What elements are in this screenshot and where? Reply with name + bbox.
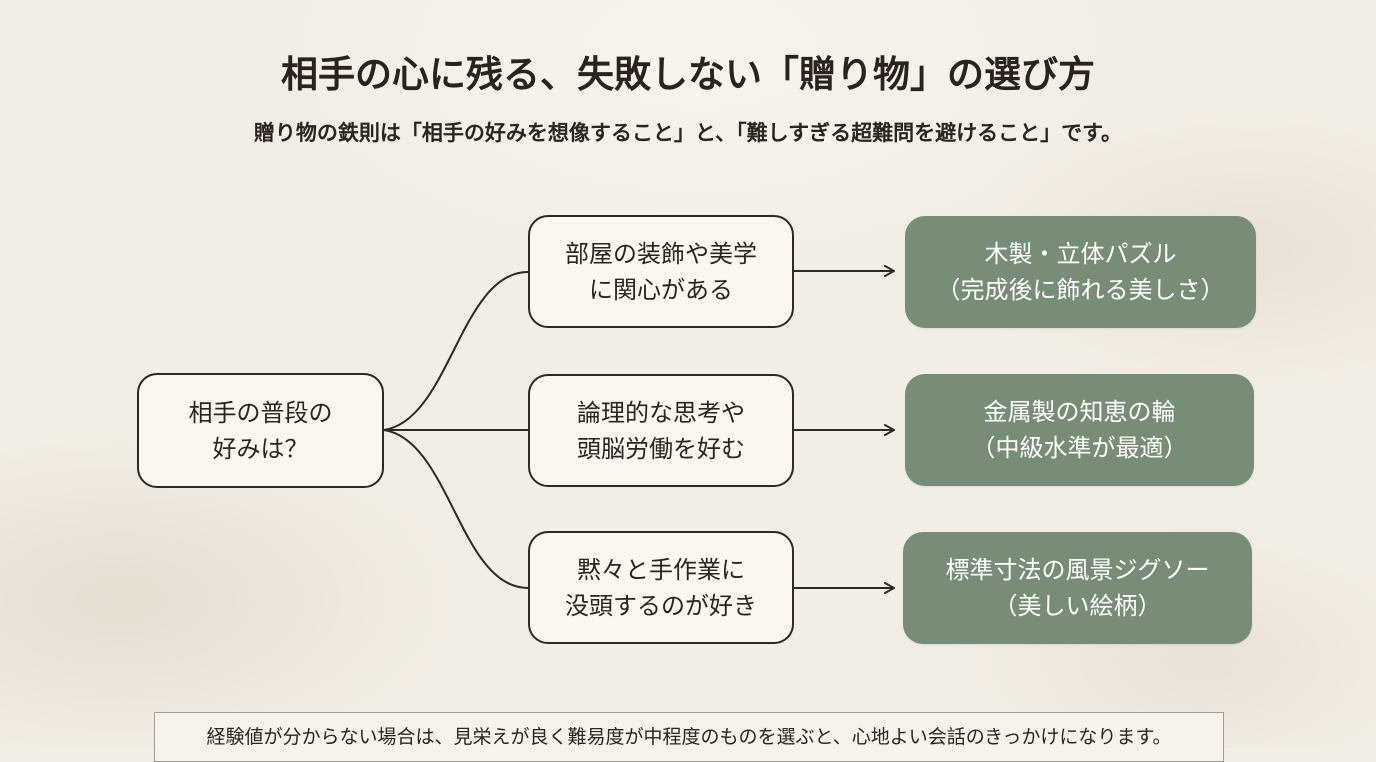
result-jigsaw-line-1: 標準寸法の風景ジグソー xyxy=(945,556,1210,584)
condition-decor-line-2: に関心がある xyxy=(589,275,733,304)
condition-handwork-line-2: 没頭するのが好き xyxy=(565,591,757,620)
condition-node-decor: 部屋の装飾や美学 に関心がある xyxy=(528,215,794,328)
branch-curve-bottom xyxy=(383,429,529,589)
result-wooden-puzzle-line-1: 木製・立体パズル xyxy=(984,240,1177,268)
result-node-jigsaw: 標準寸法の風景ジグソー （美しい絵柄） xyxy=(903,532,1252,644)
condition-logic-line-2: 頭脳労働を好む xyxy=(577,434,745,463)
condition-node-handwork: 黙々と手作業に 没頭するのが好き xyxy=(528,531,794,644)
page-title: 相手の心に残る、失敗しない「贈り物」の選び方 xyxy=(281,52,1095,96)
branch-curve-top xyxy=(383,271,529,431)
page-subtitle: 贈り物の鉄則は「相手の好みを想像すること」と、「難しすぎる超難問を避けること」で… xyxy=(253,121,1123,145)
root-question-line-2: 好みは？ xyxy=(212,434,309,463)
root-question-node: 相手の普段の 好みは？ xyxy=(137,373,384,488)
root-question-line-1: 相手の普段の xyxy=(188,398,333,427)
condition-logic-line-1: 論理的な思考や xyxy=(577,398,745,427)
result-node-metal-puzzle: 金属製の知恵の輪 （中級水準が最適） xyxy=(905,374,1254,486)
result-wooden-puzzle-line-2: （完成後に飾れる美しさ） xyxy=(936,276,1225,304)
result-node-wooden-puzzle: 木製・立体パズル （完成後に飾れる美しさ） xyxy=(905,216,1256,328)
result-metal-puzzle-line-1: 金属製の知恵の輪 xyxy=(983,398,1176,426)
condition-decor-line-1: 部屋の装飾や美学 xyxy=(565,239,757,268)
result-jigsaw-line-2: （美しい絵柄） xyxy=(993,592,1162,620)
result-metal-puzzle-line-2: （中級水準が最適） xyxy=(971,434,1188,462)
condition-node-logic: 論理的な思考や 頭脳労働を好む xyxy=(528,374,794,487)
condition-handwork-line-1: 黙々と手作業に xyxy=(577,555,745,584)
footer-note: 経験値が分からない場合は、見栄えが良く難易度が中程度のものを選ぶと、心地よい会話… xyxy=(154,712,1224,762)
